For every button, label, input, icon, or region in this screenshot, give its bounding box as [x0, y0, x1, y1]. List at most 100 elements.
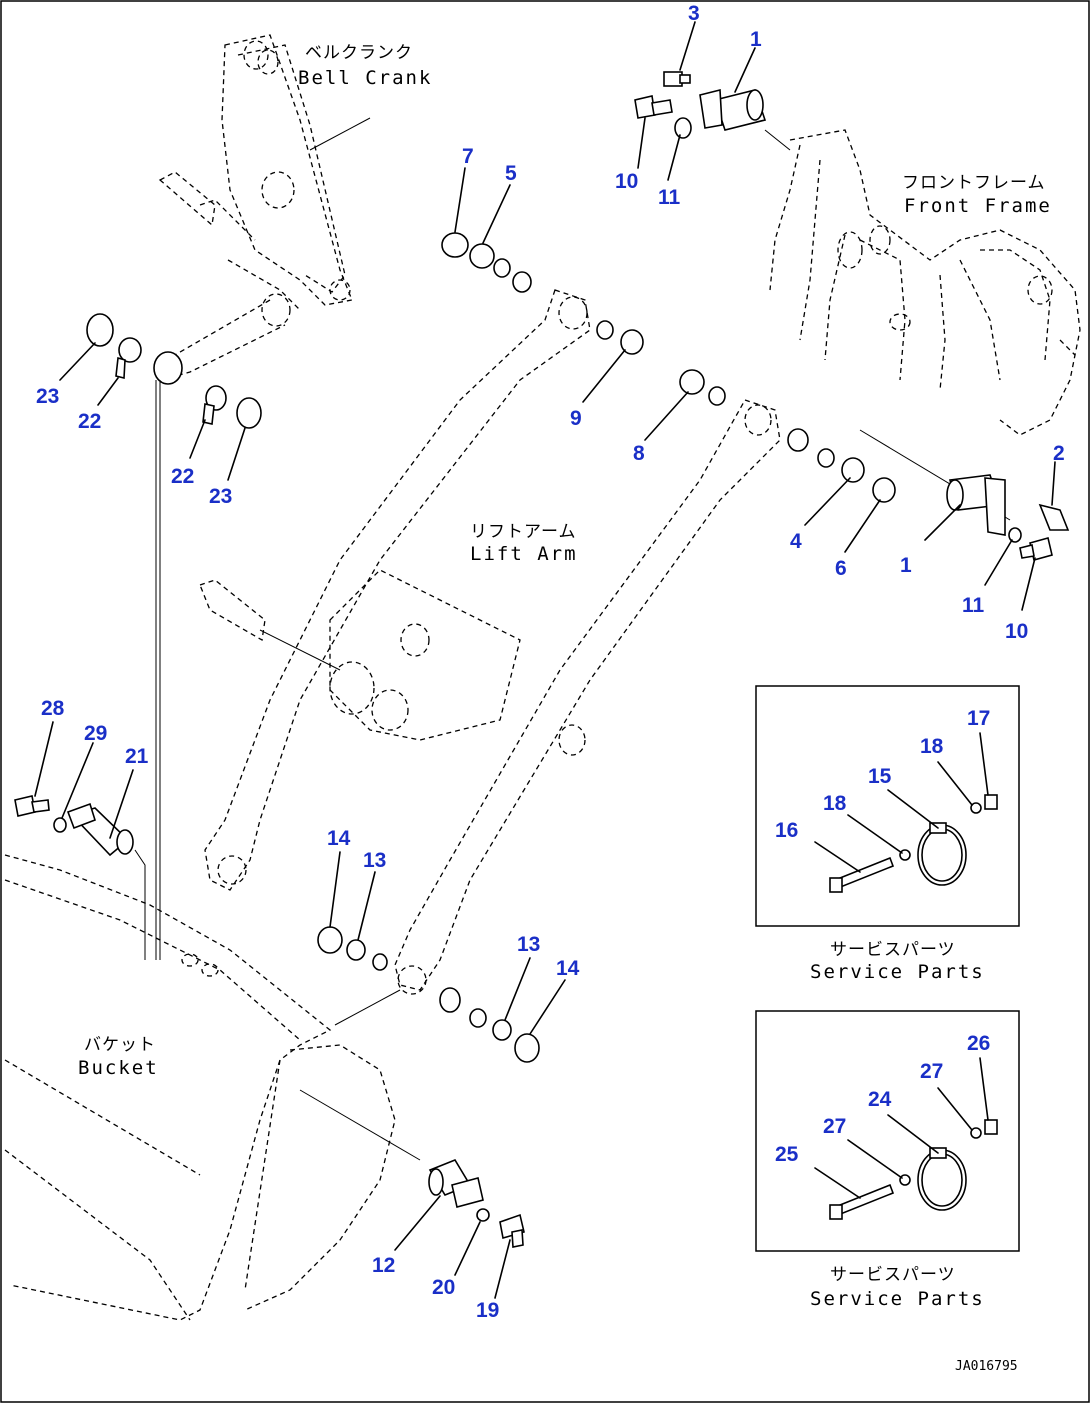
shim-5	[469, 243, 495, 269]
pin-12	[428, 1159, 484, 1208]
cap-14-right	[514, 1033, 540, 1063]
callout-11-lower: 11	[962, 594, 985, 617]
callout-12: 12	[372, 1254, 395, 1277]
front-frame-label-jp: フロントフレーム	[902, 173, 1046, 193]
ring-13-left	[346, 939, 366, 961]
pin-21	[66, 802, 134, 857]
grease-fitting-2	[1038, 503, 1070, 531]
service-parts-label-2: Service Parts	[810, 1288, 985, 1310]
ring-upper-b	[596, 320, 614, 340]
bucket-drawing	[4, 854, 421, 1321]
nut-17	[984, 794, 998, 810]
callout-1-lower: 1	[900, 554, 912, 577]
seal-4	[841, 457, 865, 483]
callout-3: 3	[688, 2, 700, 25]
callout-28: 28	[41, 697, 65, 720]
callout-20: 20	[432, 1276, 455, 1299]
bushing-lower-a	[787, 428, 809, 452]
link-eye	[153, 351, 183, 385]
bolt-10-lower	[1019, 537, 1053, 561]
callout-27-upper: 27	[920, 1060, 943, 1083]
bushing-22-right	[202, 385, 227, 425]
cap-23-right	[236, 397, 262, 429]
washer-27-a	[899, 1174, 911, 1186]
bucket-label-jp: バケット	[84, 1035, 156, 1055]
callout-23-right: 23	[209, 485, 232, 508]
callout-4: 4	[790, 530, 802, 553]
front-frame-label: Front Frame	[904, 195, 1052, 217]
washer-20	[476, 1208, 490, 1222]
callout-18-upper: 18	[920, 735, 944, 758]
ring-13-right	[492, 1019, 512, 1041]
nut-26	[984, 1119, 998, 1135]
shim-8	[679, 369, 705, 395]
shim-6	[872, 477, 896, 503]
grease-fitting-3	[663, 71, 691, 87]
bushing-upper-a	[512, 271, 532, 293]
callout-26: 26	[967, 1032, 990, 1055]
bolt-10-upper	[634, 95, 673, 119]
service-parts-label-1: Service Parts	[810, 961, 985, 983]
washer-18-a	[899, 849, 911, 861]
bushing-lower-b	[439, 987, 461, 1013]
callout-9: 9	[570, 407, 582, 430]
service-parts-label-jp-1: サービスパーツ	[830, 940, 956, 960]
bolt-19	[499, 1213, 525, 1248]
service-parts-box-2	[755, 1010, 1020, 1252]
washer-18-b	[970, 802, 982, 814]
callout-22-left: 22	[78, 410, 101, 433]
service-parts-label-jp-2: サービスパーツ	[830, 1265, 956, 1285]
callout-2: 2	[1053, 442, 1065, 465]
washer-11-upper	[674, 117, 692, 139]
washer-27-b	[970, 1127, 982, 1139]
callout-10-upper: 10	[615, 170, 638, 193]
bucket-label: Bucket	[78, 1057, 159, 1079]
service-parts-box-1	[755, 685, 1020, 927]
clamp-15	[917, 822, 967, 886]
callout-15: 15	[868, 765, 892, 788]
callout-29: 29	[84, 722, 107, 745]
callout-27-lower: 27	[823, 1115, 846, 1138]
lift-arm-label-jp: リフトアーム	[470, 522, 576, 542]
leader-lines	[34, 21, 1056, 1299]
callout-6: 6	[835, 557, 847, 580]
callout-1-upper: 1	[750, 28, 762, 51]
callout-18-lower: 18	[823, 792, 847, 815]
bell-crank-label-jp: ベルクランク	[305, 43, 413, 63]
callout-5: 5	[505, 162, 517, 185]
bushing-22-left	[115, 337, 142, 380]
callout-13-left: 13	[363, 849, 386, 872]
callout-13-right: 13	[517, 933, 540, 956]
callout-22-right: 22	[171, 465, 194, 488]
callout-14-right: 14	[556, 957, 580, 980]
callout-19: 19	[476, 1299, 499, 1322]
seal-7	[441, 232, 469, 258]
bolt-16	[829, 856, 895, 893]
ring-lower-a	[708, 386, 726, 406]
front-frame-drawing	[769, 129, 1081, 436]
callout-numbers: 3 1 10 11 7 5 9 8 4 6 1 2 11 10 23 22 22…	[36, 2, 1065, 1322]
bolt-25	[829, 1183, 895, 1220]
drawing-code: JA016795	[955, 1359, 1018, 1374]
lift-arm-label: Lift Arm	[470, 543, 578, 565]
callout-14-left: 14	[327, 827, 351, 850]
ring-upper-a	[493, 258, 511, 278]
ring-small-right	[469, 1008, 487, 1028]
pin-1-lower	[946, 474, 1006, 536]
callout-21: 21	[125, 745, 149, 768]
clamp-24	[917, 1147, 967, 1211]
ring-lower-b	[817, 448, 835, 468]
bolt-28	[14, 795, 50, 817]
bell-crank-label: Bell Crank	[298, 67, 432, 89]
callout-8: 8	[633, 442, 645, 465]
washer-11-lower	[1008, 527, 1022, 543]
bell-crank-drawing	[158, 34, 371, 379]
callout-23-left: 23	[36, 385, 59, 408]
callout-17: 17	[967, 707, 990, 730]
lift-arm-drawing	[199, 289, 1011, 995]
callout-25: 25	[775, 1143, 799, 1166]
ring-small-left	[372, 953, 388, 971]
callout-7: 7	[462, 145, 474, 168]
